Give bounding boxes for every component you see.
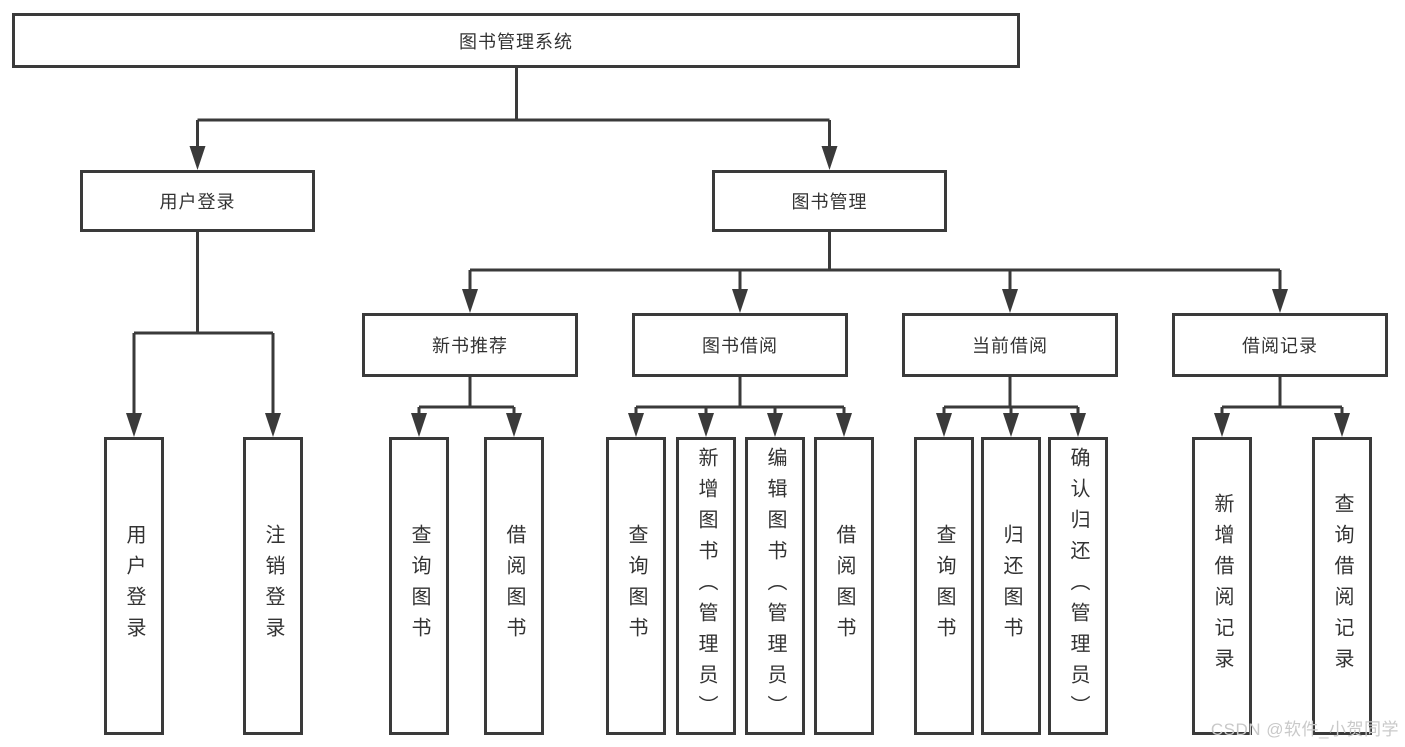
leaf-user-login: 用户登录 <box>104 437 164 735</box>
leaf-query-book-2: 查询图书 <box>606 437 666 735</box>
node-label: 图书管理系统 <box>459 31 573 52</box>
leaf-confirm-return-admin: 确认归还（管理员） <box>1048 437 1108 735</box>
node-label: 查询图书 <box>625 524 647 648</box>
node-book-borrow: 图书借阅 <box>632 313 848 377</box>
node-borrow-records: 借阅记录 <box>1172 313 1388 377</box>
leaf-query-book-3: 查询图书 <box>914 437 974 735</box>
node-label: 新增借阅记录 <box>1211 493 1233 679</box>
node-label: 图书管理 <box>791 192 868 212</box>
node-label: 查询图书 <box>408 524 430 648</box>
node-label: 编辑图书（管理员） <box>764 446 786 726</box>
node-label: 查询图书 <box>933 524 955 648</box>
leaf-edit-book-admin: 编辑图书（管理员） <box>745 437 805 735</box>
leaf-add-book-admin: 新增图书（管理员） <box>676 437 736 735</box>
node-label: 查询借阅记录 <box>1331 493 1353 679</box>
leaf-return-book: 归还图书 <box>981 437 1041 735</box>
node-label: 新书推荐 <box>432 336 508 356</box>
node-user-login: 用户登录 <box>80 170 315 232</box>
arrowheads <box>126 146 1350 437</box>
node-label: 借阅图书 <box>833 524 855 648</box>
node-new-book-recommend: 新书推荐 <box>362 313 578 377</box>
leaf-query-borrow-record: 查询借阅记录 <box>1312 437 1372 735</box>
leaf-borrow-book-2: 借阅图书 <box>814 437 874 735</box>
node-label: 用户登录 <box>159 192 236 212</box>
leaf-query-book-1: 查询图书 <box>389 437 449 735</box>
leaf-add-borrow-record: 新增借阅记录 <box>1192 437 1252 735</box>
node-label: 注销登录 <box>262 524 284 648</box>
node-label: 借阅图书 <box>503 524 525 648</box>
leaf-logout: 注销登录 <box>243 437 303 735</box>
leaf-borrow-book-1: 借阅图书 <box>484 437 544 735</box>
node-label: 确认归还（管理员） <box>1067 446 1089 726</box>
node-current-borrow: 当前借阅 <box>902 313 1118 377</box>
node-label: 用户登录 <box>123 524 145 648</box>
node-library-management-system: 图书管理系统 <box>12 13 1020 68</box>
node-label: 归还图书 <box>1000 524 1022 648</box>
node-label: 图书借阅 <box>702 336 778 356</box>
csdn-watermark: CSDN @软件_小贺同学 <box>1210 720 1399 739</box>
node-book-management: 图书管理 <box>712 170 947 232</box>
node-label: 新增图书（管理员） <box>695 446 717 726</box>
node-label: 借阅记录 <box>1242 336 1318 356</box>
node-label: 当前借阅 <box>972 336 1048 356</box>
